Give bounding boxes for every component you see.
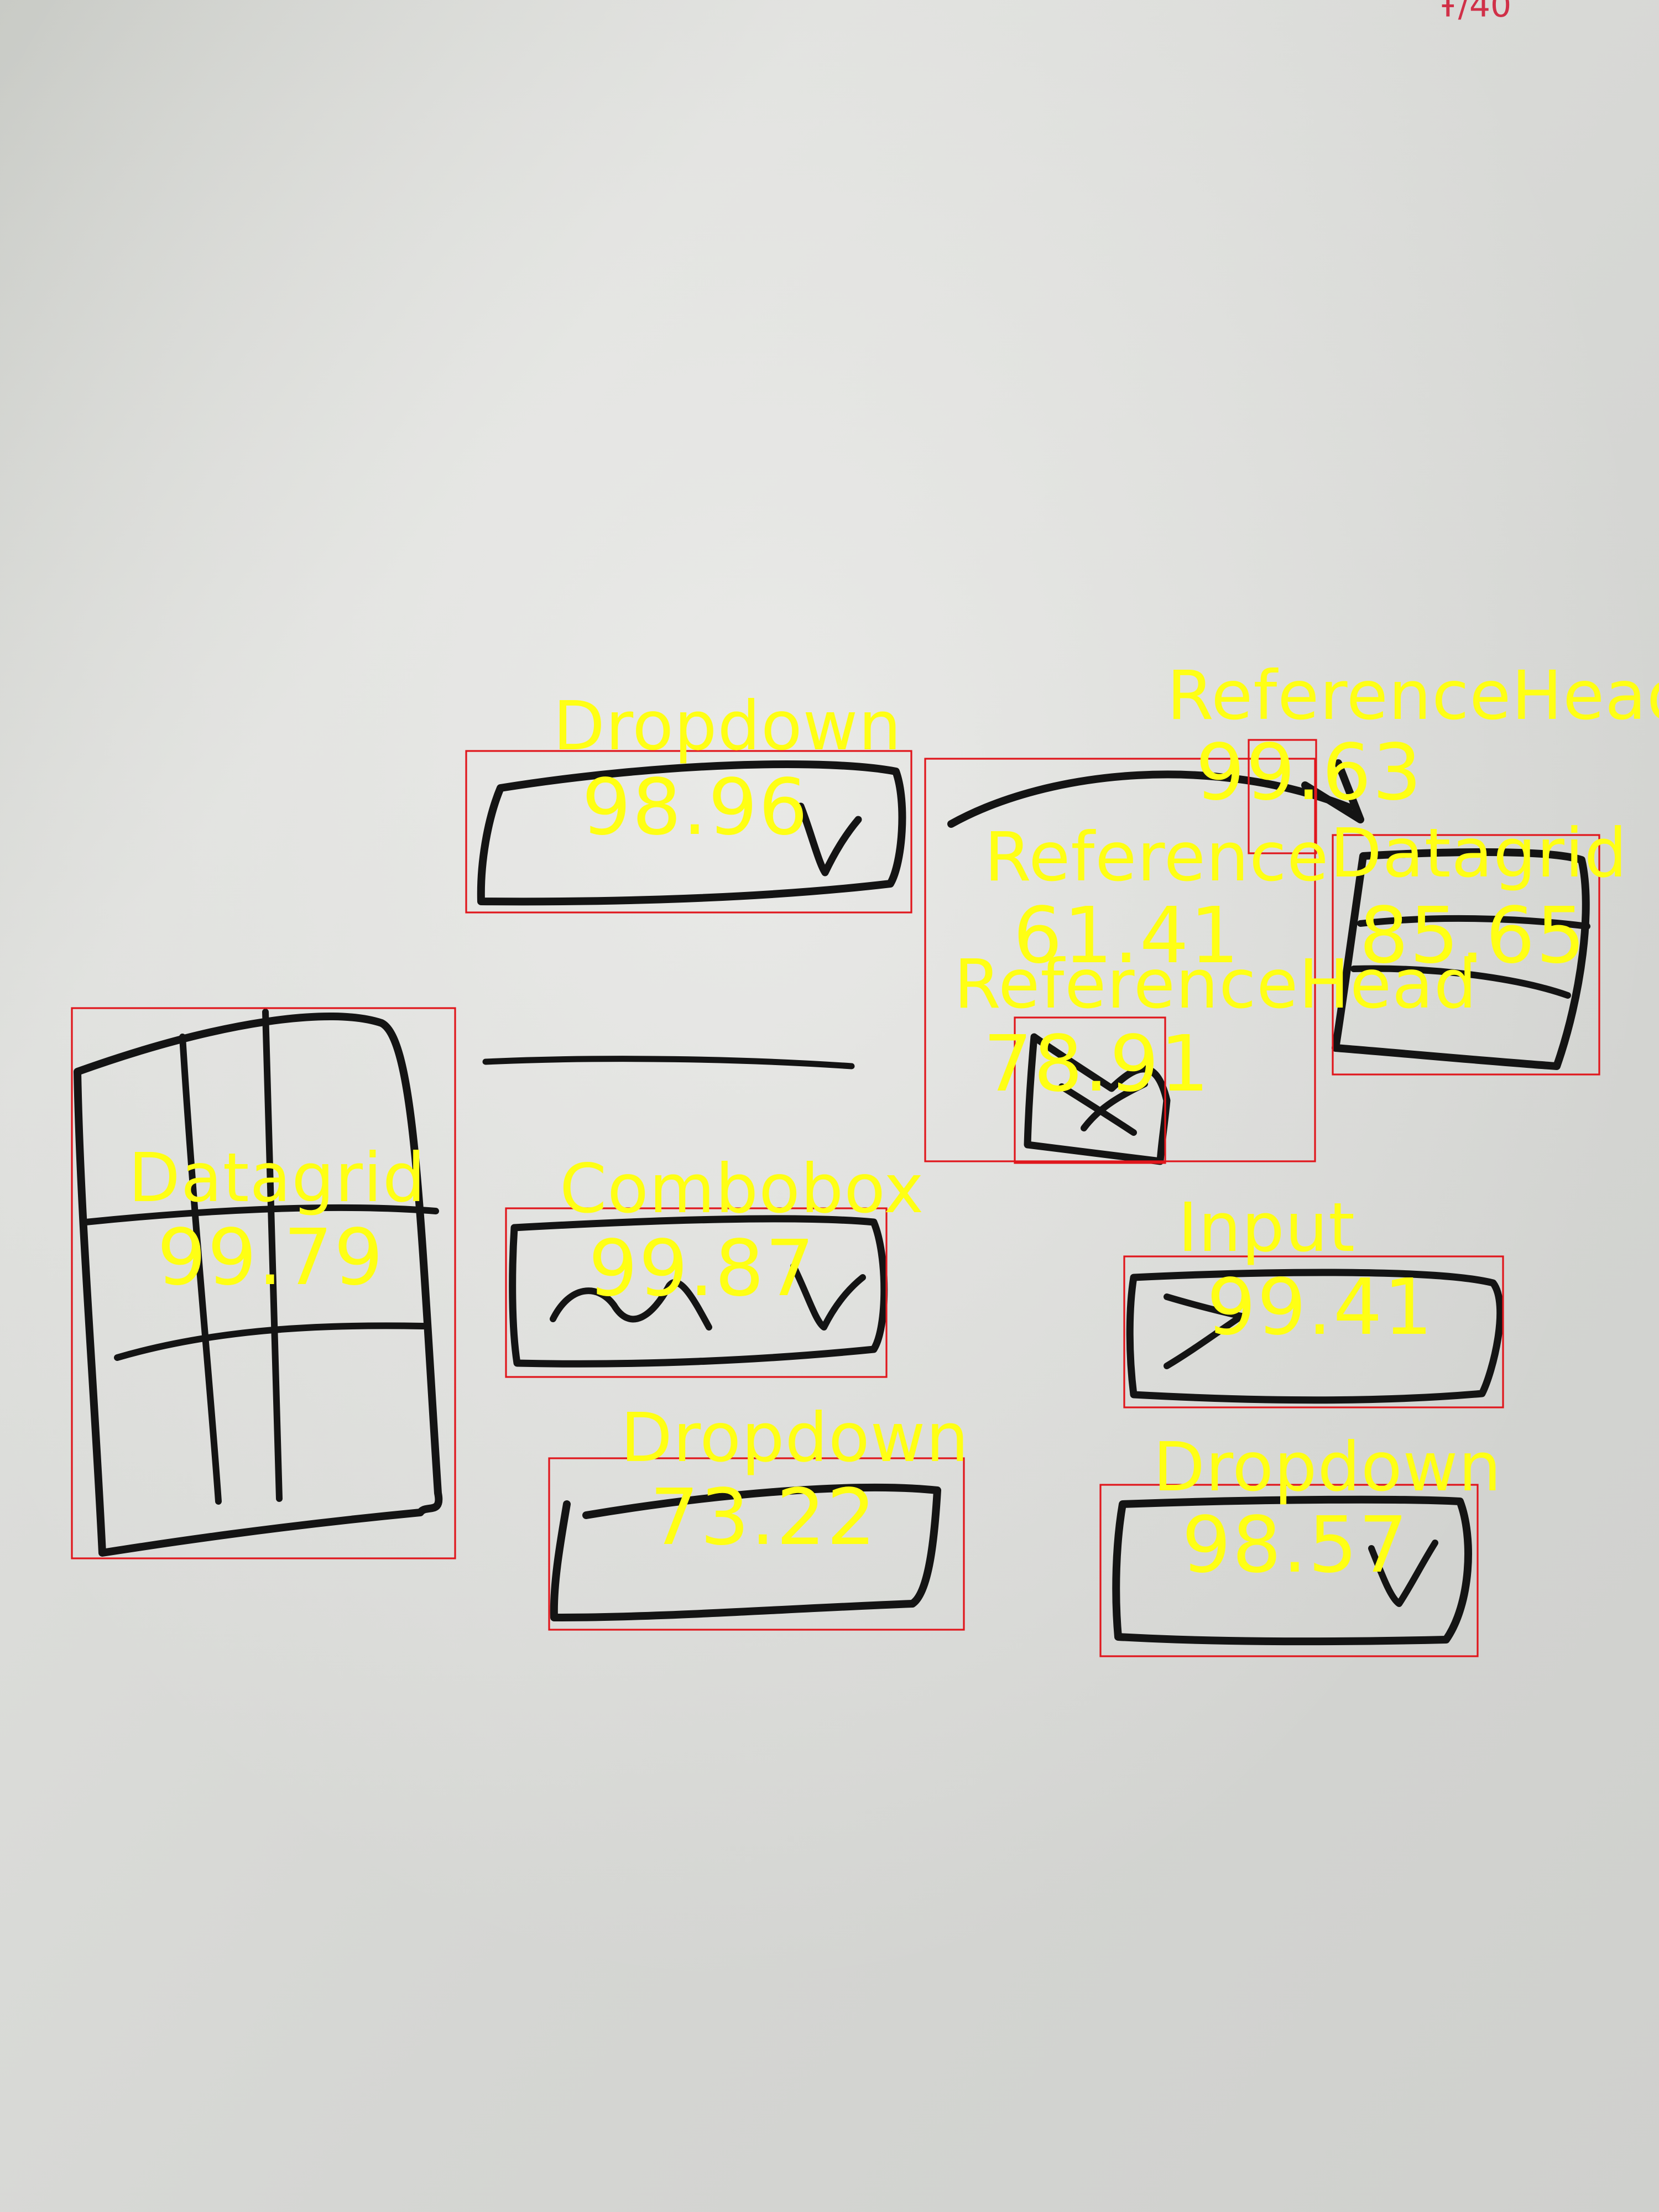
detection-box-dropdown-bottom-right: [1099, 1484, 1479, 1657]
sketch-datagrid-right-row1: [1357, 915, 1590, 930]
sketch-datagrid-left-col2: [262, 1009, 283, 1502]
detection-label: Input: [1178, 1188, 1355, 1267]
detection-box-datagrid-right: [1332, 834, 1600, 1076]
sketch-input-outline: [1126, 1269, 1504, 1404]
sketch-layer: [74, 759, 1590, 1646]
detection-score: 85.65: [1359, 891, 1587, 981]
sketch-dropdown-middle: [550, 1484, 941, 1621]
detection-box-input: [1123, 1255, 1504, 1408]
sketch-dropdown-bottom-right: [1112, 1495, 1472, 1646]
sketch-datagrid-left-row2: [114, 1322, 426, 1361]
sketch-reference-arrow: [947, 770, 1353, 828]
detection-score: 78.91: [983, 1019, 1211, 1109]
sketch-reference-head-cross2: [1081, 1081, 1148, 1131]
detection-label: Combobox: [560, 1150, 924, 1228]
sketch-reference-head-icon: [1024, 1033, 1171, 1165]
sketch-combobox-chevron: [790, 1263, 866, 1331]
detection-box-dropdown-top: [465, 750, 912, 914]
sketch-combobox-squiggle: [550, 1279, 712, 1331]
sketch-datagrid-right-outline: [1332, 848, 1590, 1070]
sketch-reference-head-cross1: [1058, 1083, 1137, 1136]
detection-box-combobox: [505, 1207, 888, 1378]
detection-score: 99.41: [1207, 1262, 1434, 1353]
detection-score: 99.63: [1196, 728, 1423, 818]
detection-label: ReferenceHead: [1167, 656, 1659, 735]
detection-label: Dropdown: [620, 1399, 969, 1477]
sketch-datagrid-right-row2: [1350, 965, 1571, 999]
detection-score: 99.87: [588, 1224, 816, 1314]
detection-score: 61.41: [1013, 891, 1240, 981]
detection-box-datagrid-left: [71, 1007, 456, 1559]
corner-mark: Ŧ/40: [1437, 0, 1511, 25]
detection-label: Datagrid: [1330, 814, 1627, 893]
detection-label: Dropdown: [553, 687, 902, 765]
detection-label: ReferenceHead: [954, 945, 1477, 1024]
detection-score: 98.96: [582, 763, 809, 853]
sketch-datagrid-left-outline: [74, 1013, 443, 1557]
detection-box-dropdown-middle: [548, 1457, 965, 1631]
detection-labels: Dropdown 98.96 ReferenceHead 99.63 Refer…: [128, 656, 1659, 1590]
sketch-connector-line: [482, 1056, 855, 1070]
detection-score: 98.57: [1182, 1500, 1409, 1590]
sketch-reference-arrowhead: [1301, 759, 1364, 823]
sketch-input-cursor: [1164, 1293, 1245, 1369]
sketch-datagrid-left-col1: [179, 1034, 222, 1505]
detection-box-reference-head-top: [1248, 739, 1317, 854]
detection-boxes: [71, 739, 1600, 1657]
detection-box-reference: [924, 758, 1316, 1162]
sketch-dropdown-top: [477, 760, 906, 906]
detection-label: Datagrid: [128, 1139, 426, 1217]
sketch-dropdown-top-chevron: [797, 802, 862, 877]
detection-label: Dropdown: [1153, 1428, 1502, 1506]
detection-label: Reference: [984, 818, 1329, 896]
detection-box-reference-head-small: [1014, 1016, 1166, 1164]
sketch-datagrid-left-row1: [82, 1204, 439, 1225]
detection-score: 99.79: [157, 1213, 384, 1303]
sketch-combobox-outline: [509, 1215, 888, 1368]
sketch-dropdown-bottom-right-chevron: [1368, 1540, 1438, 1607]
detection-score: 73.22: [650, 1473, 877, 1563]
